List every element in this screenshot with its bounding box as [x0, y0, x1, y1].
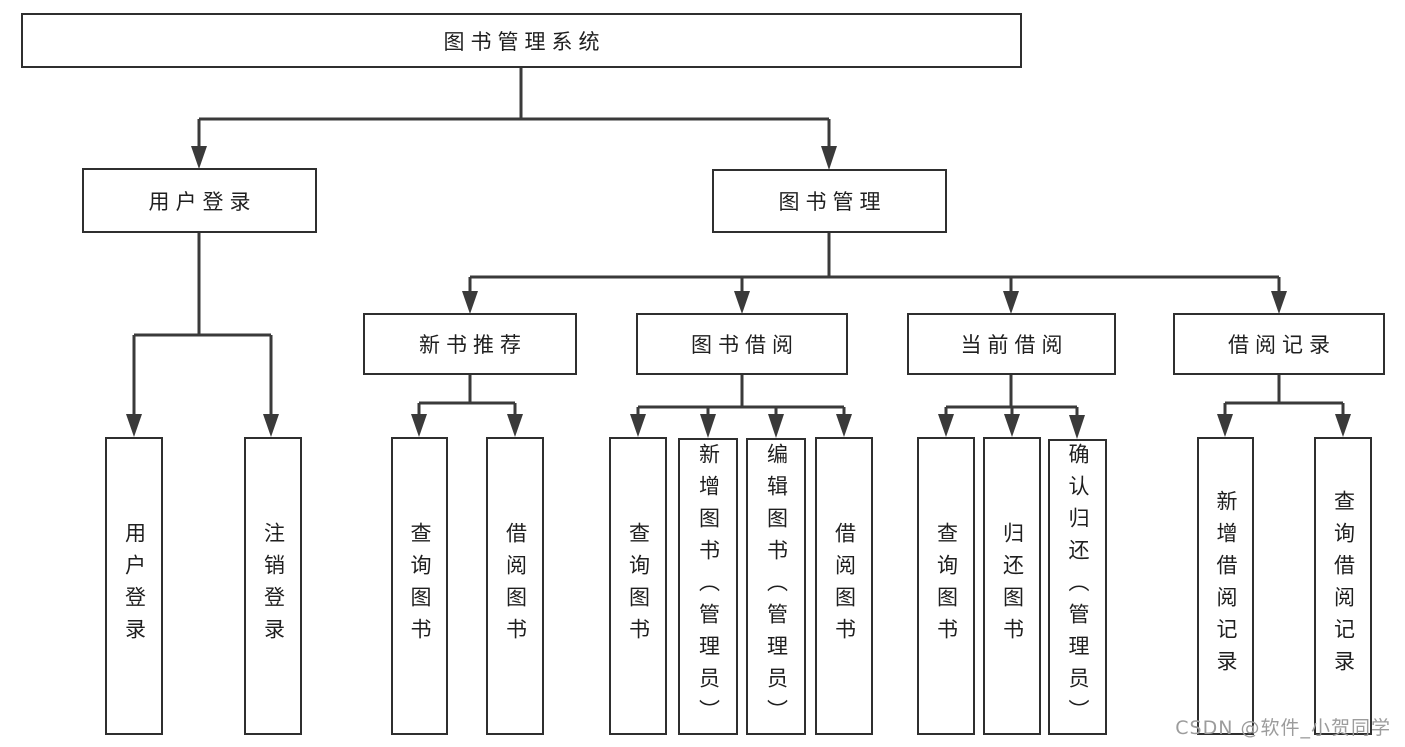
leaf-borrow-borrow-books-label: 借阅图书 [832, 522, 857, 650]
node-borrow-records-label: 借阅记录 [1228, 333, 1336, 357]
node-book-borrow: 图书借阅 [636, 313, 848, 375]
leaf-current-return-books-label: 归还图书 [1000, 522, 1025, 650]
leaf-logout: 注销登录 [244, 437, 302, 735]
node-current-borrow: 当前借阅 [907, 313, 1116, 375]
leaf-user-login: 用户登录 [105, 437, 163, 735]
leaf-borrow-query-books: 查询图书 [609, 437, 667, 735]
leaf-current-return-books: 归还图书 [983, 437, 1041, 735]
node-book-management: 图书管理 [712, 169, 947, 233]
leaf-borrow-query-books-label: 查询图书 [626, 522, 651, 650]
leaf-user-login-label: 用户登录 [122, 522, 147, 650]
leaf-newbook-borrow-books-label: 借阅图书 [503, 522, 528, 650]
leaf-current-query-books-label: 查询图书 [934, 522, 959, 650]
leaf-borrow-edit-book-admin: 编辑图书（管理员） [746, 438, 806, 735]
node-book-management-label: 图书管理 [778, 190, 887, 214]
node-book-borrow-label: 图书借阅 [691, 333, 799, 357]
leaf-borrow-borrow-books: 借阅图书 [815, 437, 873, 735]
leaf-current-confirm-return-admin: 确认归还（管理员） [1048, 439, 1107, 735]
leaf-newbook-query-books: 查询图书 [391, 437, 448, 735]
node-root: 图书管理系统 [21, 13, 1022, 68]
node-new-book-recommend-label: 新书推荐 [419, 333, 527, 357]
leaf-borrow-add-book-admin-label: 新增图书（管理员） [696, 442, 721, 731]
leaf-records-add-record-label: 新增借阅记录 [1214, 490, 1238, 682]
leaf-records-query-record: 查询借阅记录 [1314, 437, 1372, 735]
leaf-records-query-record-label: 查询借阅记录 [1331, 490, 1356, 682]
node-current-borrow-label: 当前借阅 [960, 333, 1069, 357]
watermark: CSDN @软件_小贺同学 [1175, 717, 1391, 739]
leaf-borrow-edit-book-admin-label: 编辑图书（管理员） [764, 442, 789, 731]
leaf-logout-label: 注销登录 [261, 522, 286, 650]
leaf-borrow-add-book-admin: 新增图书（管理员） [678, 438, 738, 735]
node-root-label: 图书管理系统 [443, 29, 606, 54]
node-user-login-group: 用户登录 [82, 168, 317, 233]
leaf-newbook-query-books-label: 查询图书 [408, 522, 432, 650]
leaf-records-add-record: 新增借阅记录 [1197, 437, 1254, 735]
leaf-current-query-books: 查询图书 [917, 437, 975, 735]
node-new-book-recommend: 新书推荐 [363, 313, 577, 375]
leaf-current-confirm-return-admin-label: 确认归还（管理员） [1066, 443, 1090, 731]
node-borrow-records: 借阅记录 [1173, 313, 1385, 375]
node-user-login-group-label: 用户登录 [148, 189, 257, 214]
leaf-newbook-borrow-books: 借阅图书 [486, 437, 544, 735]
